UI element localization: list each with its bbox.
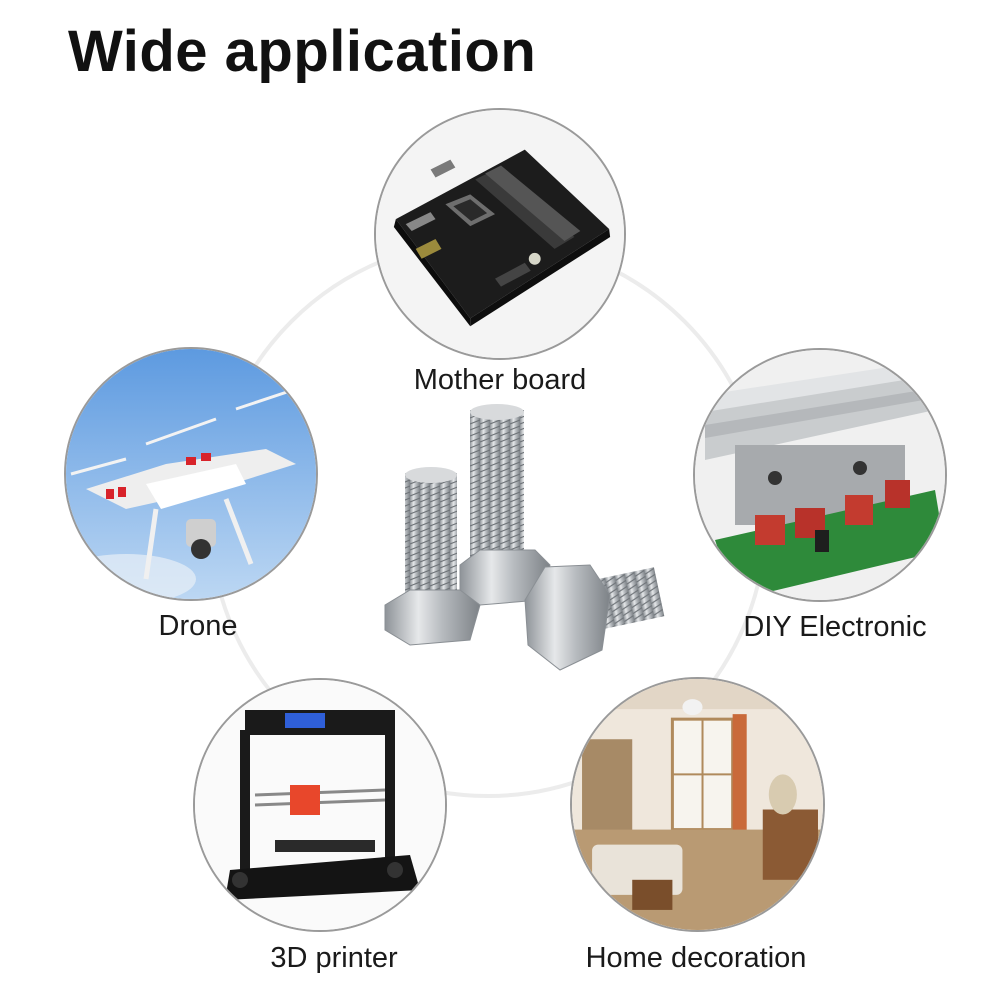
motherboard-icon bbox=[376, 110, 624, 358]
motherboard-circle bbox=[374, 108, 626, 360]
3d-printer-icon bbox=[195, 680, 445, 930]
home-decoration-circle bbox=[570, 677, 825, 932]
label-home-decoration: Home decoration bbox=[585, 942, 807, 974]
drone-icon bbox=[66, 349, 316, 599]
label-mother-board: Mother board bbox=[413, 364, 587, 396]
label-3d-printer: 3D printer bbox=[270, 942, 398, 974]
page-title: Wide application bbox=[68, 19, 537, 84]
label-drone: Drone bbox=[158, 610, 238, 642]
3d-printer-circle bbox=[193, 678, 447, 932]
room-interior-icon bbox=[572, 679, 823, 930]
circuit-board-icon bbox=[695, 350, 945, 600]
diy-electronic-circle bbox=[693, 348, 947, 602]
hex-bolts-image bbox=[370, 395, 670, 680]
hex-bolts-icon bbox=[384, 404, 665, 671]
label-diy-electronic: DIY Electronic bbox=[743, 611, 927, 643]
drone-circle bbox=[64, 347, 318, 601]
